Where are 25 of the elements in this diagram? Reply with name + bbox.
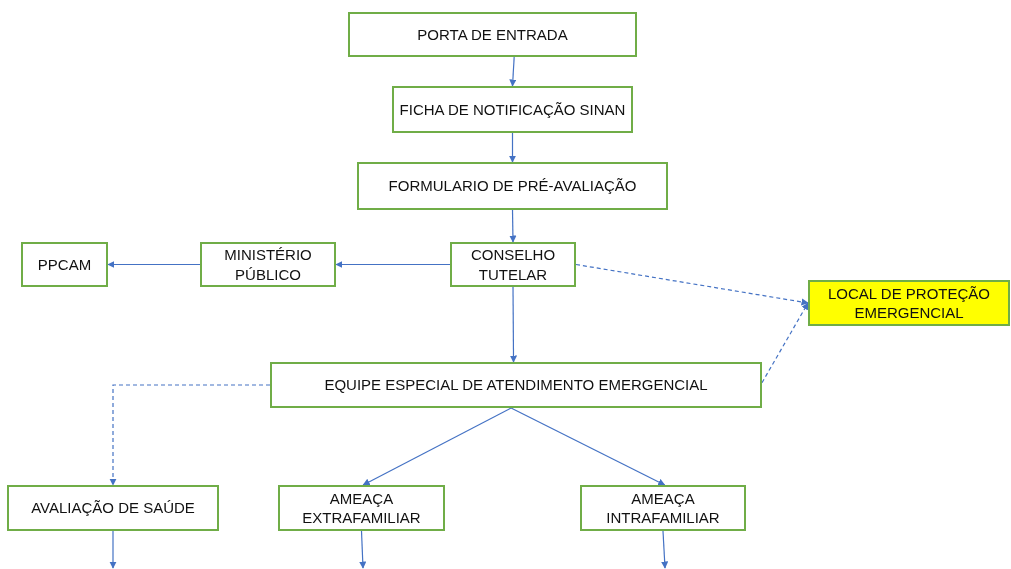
arrow: [509, 56, 517, 87]
arrow: [510, 407, 666, 486]
arrow: [509, 209, 517, 243]
arrow: [362, 407, 512, 486]
process-box: CONSELHO TUTELAR: [450, 242, 576, 287]
arrow: [359, 530, 367, 569]
arrow: [661, 530, 669, 569]
process-box: AMEAÇA INTRAFAMILIAR: [580, 485, 746, 531]
process-box: AMEAÇA EXTRAFAMILIAR: [278, 485, 445, 531]
arrow: [335, 260, 451, 269]
arrow: [109, 530, 117, 569]
process-box: FICHA DE NOTIFICAÇÃO SINAN: [392, 86, 633, 133]
dashed-arrow: [575, 263, 809, 306]
arrow: [509, 286, 518, 363]
process-box: AVALIAÇÃO DE SAÚDE: [7, 485, 219, 531]
process-box: LOCAL DE PROTEÇÃO EMERGENCIAL: [808, 280, 1010, 326]
dashed-arrow: [761, 302, 809, 384]
arrow: [107, 260, 201, 269]
process-box: EQUIPE ESPECIAL DE ATENDIMENTO EMERGENCIAL: [270, 362, 762, 408]
process-box: PORTA DE ENTRADA: [348, 12, 637, 57]
arrow: [508, 132, 517, 163]
process-box: FORMULARIO DE PRÉ-AVALIAÇÃO: [357, 162, 668, 210]
process-box: PPCAM: [21, 242, 108, 287]
process-box: MINISTÉRIO PÚBLICO: [200, 242, 336, 287]
dashed-arrow: [109, 384, 271, 486]
